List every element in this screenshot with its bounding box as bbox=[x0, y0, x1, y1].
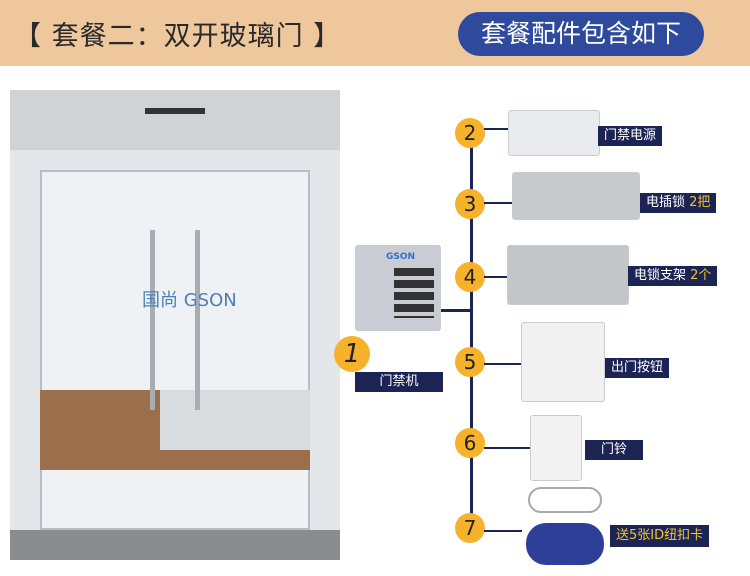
marble-wall bbox=[160, 390, 310, 450]
item-number-badge: 4 bbox=[455, 262, 485, 292]
keypad-brand: GSON bbox=[386, 252, 416, 262]
door-logo: 国尚 GSON bbox=[142, 290, 237, 311]
glass-panel bbox=[40, 170, 310, 530]
item-label: 门禁电源 bbox=[598, 126, 663, 146]
electric-lock-image bbox=[512, 172, 640, 220]
item-label: 出门按钮 bbox=[605, 358, 670, 378]
item-label: 送5张ID纽扣卡 bbox=[610, 525, 710, 547]
connector-line bbox=[484, 363, 522, 365]
connector-trunk bbox=[470, 133, 473, 528]
keypad-buttons bbox=[394, 268, 434, 318]
connector-line bbox=[484, 447, 530, 449]
connector-line bbox=[484, 276, 508, 278]
connector-line bbox=[484, 202, 514, 204]
item-label-text: 电插锁 bbox=[646, 195, 686, 210]
id-keyfobs-image bbox=[522, 483, 608, 571]
closer-slot bbox=[145, 108, 205, 114]
connector-line bbox=[441, 309, 472, 312]
door-handle-right bbox=[195, 230, 200, 410]
connector-line bbox=[484, 530, 522, 532]
item-number-badge: 5 bbox=[455, 347, 485, 377]
doorbell-image bbox=[530, 415, 582, 481]
exit-button-image bbox=[521, 322, 605, 402]
item-label: 门铃 bbox=[585, 440, 643, 460]
item-label: 门禁机 bbox=[355, 372, 443, 392]
floor bbox=[10, 530, 340, 560]
package-title: 【 套餐二：双开玻璃门 】 bbox=[14, 21, 342, 52]
door-header-frame bbox=[10, 90, 340, 150]
lock-bracket-image bbox=[507, 245, 629, 305]
door-handle-left bbox=[150, 230, 155, 410]
key-rings bbox=[528, 487, 602, 513]
item-label: 电锁支架 2个 bbox=[628, 266, 718, 286]
keyfob-cluster bbox=[526, 523, 604, 565]
item-quantity: 2个 bbox=[690, 268, 712, 283]
power-supply-image bbox=[508, 110, 600, 156]
item-number-badge: 1 bbox=[334, 336, 370, 372]
item-number-badge: 3 bbox=[455, 189, 485, 219]
item-number-badge: 6 bbox=[455, 428, 485, 458]
access-keypad-image: GSON bbox=[355, 245, 441, 331]
item-label: 电插锁 2把 bbox=[640, 193, 717, 213]
connector-line bbox=[484, 128, 510, 130]
item-number-badge: 7 bbox=[455, 513, 485, 543]
item-number-badge: 2 bbox=[455, 118, 485, 148]
glass-door-image: 国尚 GSON bbox=[10, 90, 340, 560]
item-label-text: 电锁支架 bbox=[634, 268, 687, 283]
item-quantity: 2把 bbox=[689, 195, 711, 210]
accessories-pill: 套餐配件包含如下 bbox=[458, 12, 704, 56]
